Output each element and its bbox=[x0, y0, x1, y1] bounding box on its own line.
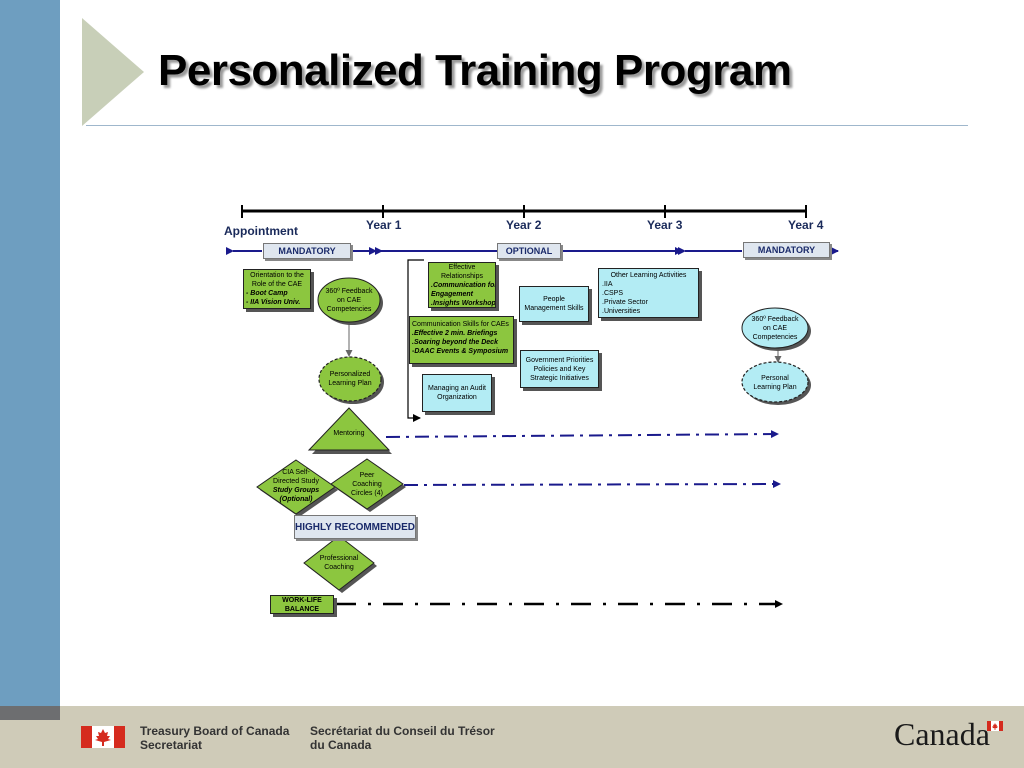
timeline-start-label: Appointment bbox=[224, 224, 298, 238]
other-line-3: .CSPS bbox=[602, 290, 624, 297]
people-management-box: People Management Skills bbox=[519, 286, 589, 322]
work-life-balance-box: WORK-LIFE BALANCE bbox=[270, 595, 334, 614]
cia-line-1: CIA Self- bbox=[282, 469, 310, 476]
orientation-box: Orientation to the Role of the CAE - Boo… bbox=[243, 269, 311, 309]
orientation-line-2: Role of the CAE bbox=[251, 281, 303, 288]
footer-french-line-2: du Canada bbox=[310, 738, 372, 752]
year-2-label: Year 2 bbox=[506, 218, 542, 232]
eff-rel-line-1: Effective bbox=[448, 264, 476, 271]
personal-plan-text: Personal Learning Plan bbox=[744, 372, 806, 394]
feedback-right-line-1: 360º Feedback bbox=[751, 315, 799, 323]
slide-title: Personalized Training Program bbox=[158, 46, 792, 95]
orientation-line-3: - Boot Camp bbox=[246, 290, 288, 297]
other-learning-box: Other Learning Activities .IIA .CSPS .Pr… bbox=[598, 268, 699, 318]
footer-french-name: Secrétariat du Conseil du Trésor du Cana… bbox=[310, 724, 495, 752]
comm-line-1: Communication Skills for CAEs bbox=[412, 321, 509, 328]
comm-line-4: -DAAC Events & Symposium bbox=[412, 348, 509, 355]
canada-wordmark: Canada bbox=[894, 716, 990, 752]
feedback-right-line-2: on CAE bbox=[762, 324, 788, 332]
work-life-line-1: WORK-LIFE bbox=[282, 596, 322, 604]
footer-corner-strip bbox=[0, 706, 60, 720]
title-arrow-icon bbox=[82, 18, 144, 126]
government-priorities-box: Government Priorities Policies and Key S… bbox=[520, 350, 599, 388]
cia-line-4: (Optional) bbox=[279, 496, 313, 503]
professional-coaching-text: Professional Coaching bbox=[312, 553, 366, 573]
gov-line-2: Policies and Key bbox=[533, 365, 586, 373]
peer-line-2: Coaching bbox=[352, 480, 382, 488]
ongoing-dashed-arrows bbox=[385, 430, 781, 489]
footer-english-line-1: Treasury Board of Canada bbox=[140, 724, 290, 738]
footer-english-line-2: Secretariat bbox=[140, 738, 203, 752]
feedback-left-line-3: Competencies bbox=[326, 305, 372, 313]
personal-plan-line-1: Personal bbox=[761, 375, 789, 382]
eff-rel-line-4: Engagement bbox=[431, 291, 474, 298]
other-line-1: Other Learning Activities bbox=[610, 272, 687, 279]
year-4-label: Year 4 bbox=[788, 218, 824, 232]
eff-rel-line-2: Relationships bbox=[440, 273, 484, 280]
feedback-left-text: 360º Feedback on CAE Competencies bbox=[318, 282, 380, 318]
canada-flag-icon bbox=[81, 726, 125, 748]
feedback-right-text: 360º Feedback on CAE Competencies bbox=[744, 312, 806, 344]
pro-coaching-line-2: Coaching bbox=[324, 564, 354, 571]
peer-line-3: Circles (4) bbox=[351, 489, 383, 497]
cia-line-2: Directed Study bbox=[273, 478, 319, 485]
managing-audit-box: Managing an Audit Organization bbox=[422, 374, 492, 412]
footer-english-name: Treasury Board of Canada Secretariat bbox=[140, 724, 289, 752]
feedback-right-line-3: Competencies bbox=[752, 333, 798, 341]
left-sidebar-band bbox=[0, 0, 60, 708]
effective-relationships-box: Effective Relationships .Communication f… bbox=[428, 262, 496, 308]
timeline-axis bbox=[241, 205, 807, 218]
mandatory-tag-right: MANDATORY bbox=[743, 242, 830, 258]
audit-line-1: Managing an Audit bbox=[428, 385, 486, 392]
year-1-label: Year 1 bbox=[366, 218, 402, 232]
other-line-2: .IIA bbox=[602, 281, 613, 288]
communication-skills-box: Communication Skills for CAEs .Effective… bbox=[409, 316, 514, 364]
personalized-plan-text: Personalized Learning Plan bbox=[319, 366, 381, 392]
mandatory-tag-left: MANDATORY bbox=[263, 243, 351, 259]
personalized-plan-line-2: Learning Plan bbox=[328, 380, 372, 387]
personal-plan-line-2: Learning Plan bbox=[753, 384, 797, 391]
peer-line-1: Peer bbox=[359, 471, 375, 479]
comm-line-2: .Effective 2 min. Briefings bbox=[412, 330, 498, 337]
personalized-plan-line-1: Personalized bbox=[329, 371, 371, 378]
footer-band bbox=[0, 706, 1024, 768]
audit-line-2: Organization bbox=[437, 394, 477, 401]
wordmark-flag-icon bbox=[987, 721, 1003, 731]
orientation-line-4: - IIA Vision Univ. bbox=[246, 299, 301, 306]
cia-line-3: Study Groups bbox=[272, 487, 320, 494]
title-divider bbox=[86, 125, 968, 126]
comm-line-3: .Soaring beyond the Deck bbox=[412, 339, 498, 346]
people-line-1: People bbox=[543, 296, 565, 303]
footer-french-line-1: Secrétariat du Conseil du Trésor bbox=[310, 724, 495, 738]
other-line-4: .Private Sector bbox=[602, 299, 648, 306]
highly-recommended-tag: HIGHLY RECOMMENDED bbox=[294, 515, 416, 539]
work-life-line-2: BALANCE bbox=[284, 605, 320, 613]
peer-coaching-text: Peer Coaching Circles (4) bbox=[340, 469, 394, 499]
feedback-left-line-1: 360º Feedback bbox=[325, 287, 373, 295]
eff-rel-line-3: .Communication for bbox=[431, 282, 496, 289]
people-line-2: Management Skills bbox=[524, 305, 584, 312]
pro-coaching-line-1: Professional bbox=[319, 555, 359, 562]
optional-tag: OPTIONAL bbox=[497, 243, 561, 259]
year-3-label: Year 3 bbox=[647, 218, 683, 232]
orientation-line-1: Orientation to the bbox=[250, 272, 304, 279]
feedback-left-line-2: on CAE bbox=[336, 296, 362, 304]
cia-self-study-text: CIA Self- Directed Study Study Groups (O… bbox=[266, 464, 326, 508]
gov-line-1: Government Priorities bbox=[525, 356, 594, 364]
other-line-5: .Universities bbox=[602, 308, 641, 315]
mentoring-label: Mentoring bbox=[333, 430, 365, 437]
eff-rel-line-5: .Insights Workshop bbox=[431, 300, 496, 307]
gov-line-3: Strategic Initiatives bbox=[530, 374, 589, 382]
